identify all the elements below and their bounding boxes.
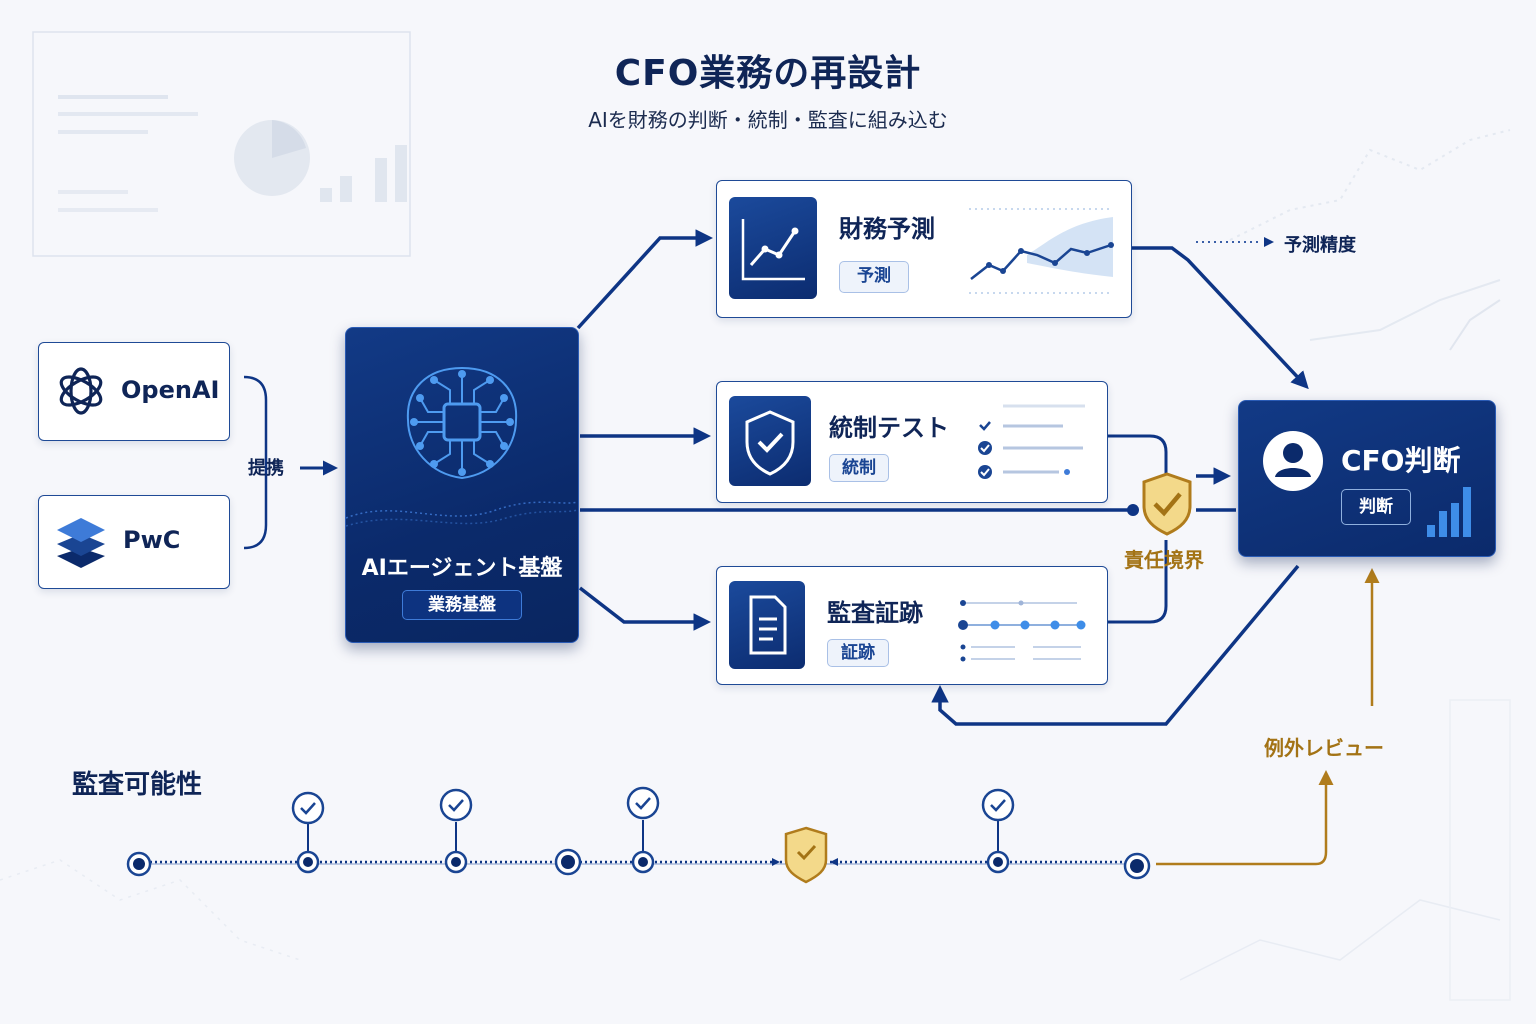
forecast-accuracy-label: 予測精度 <box>1284 235 1356 256</box>
timeline-checkpoint-4 <box>981 788 1015 874</box>
responsibility-boundary-shield-icon <box>1142 472 1192 536</box>
partner-card-openai: OpenAI <box>38 342 230 441</box>
document-icon <box>729 581 805 669</box>
ai-agent-platform-title: AIエージェント基盤 <box>361 556 563 581</box>
business-platform-badge: 業務基盤 <box>402 590 522 620</box>
module-card-audit-trail: 監査証跡 証跡 <box>716 566 1108 685</box>
module-badge-audit-trail: 証跡 <box>827 639 889 667</box>
ai-brain-chip-icon <box>406 366 518 480</box>
control-checklist <box>978 404 1085 479</box>
timeline-node-end <box>1123 852 1151 880</box>
audit-trail-timeline <box>958 600 1086 662</box>
module-badge-forecast: 予測 <box>839 261 909 293</box>
exception-review-label: 例外レビュー <box>1264 736 1384 760</box>
data-wave-decoration <box>346 501 578 527</box>
shield-check-icon <box>729 396 811 486</box>
user-avatar-icon <box>1263 431 1323 491</box>
module-title-forecast: 財務予測 <box>839 215 935 243</box>
line-chart-icon <box>729 197 817 299</box>
page-subtitle: AIを財務の判断・統制・監査に組み込む <box>588 108 948 132</box>
cfo-judgment-title: CFO判断 <box>1341 444 1461 477</box>
module-title-control-test: 統制テスト <box>829 414 949 442</box>
module-card-forecast: 財務予測 予測 <box>716 180 1132 318</box>
timeline-node-start <box>126 851 152 877</box>
page-title: CFO業務の再設計 <box>614 53 922 94</box>
timeline-checkpoint-2 <box>439 788 473 874</box>
responsibility-boundary-label: 責任境界 <box>1124 548 1204 572</box>
timeline-checkpoint-3 <box>626 786 660 874</box>
pwc-layers-icon <box>57 518 105 568</box>
partner-label-openai: OpenAI <box>121 376 220 404</box>
module-card-control-test: 統制テスト 統制 <box>716 381 1108 503</box>
partnership-label: 提携 <box>248 458 284 479</box>
timeline-checkpoint-1 <box>291 791 325 874</box>
openai-logo-icon <box>59 367 103 415</box>
cfo-judgment-card: CFO判断 判断 <box>1238 400 1496 557</box>
ai-agent-platform-card: AIエージェント基盤 業務基盤 <box>345 327 579 643</box>
timeline-node-mid <box>554 848 582 876</box>
timeline-boundary-shield-icon <box>772 826 838 884</box>
forecast-sparkline <box>969 208 1114 294</box>
partner-label-pwc: PwC <box>123 526 181 554</box>
partner-card-pwc: PwC <box>38 495 230 589</box>
bar-chart-icon <box>1427 487 1471 537</box>
cfo-judgment-badge: 判断 <box>1341 489 1411 525</box>
auditability-label: 監査可能性 <box>72 770 203 800</box>
module-title-audit-trail: 監査証跡 <box>827 599 923 627</box>
module-badge-control-test: 統制 <box>829 454 889 482</box>
